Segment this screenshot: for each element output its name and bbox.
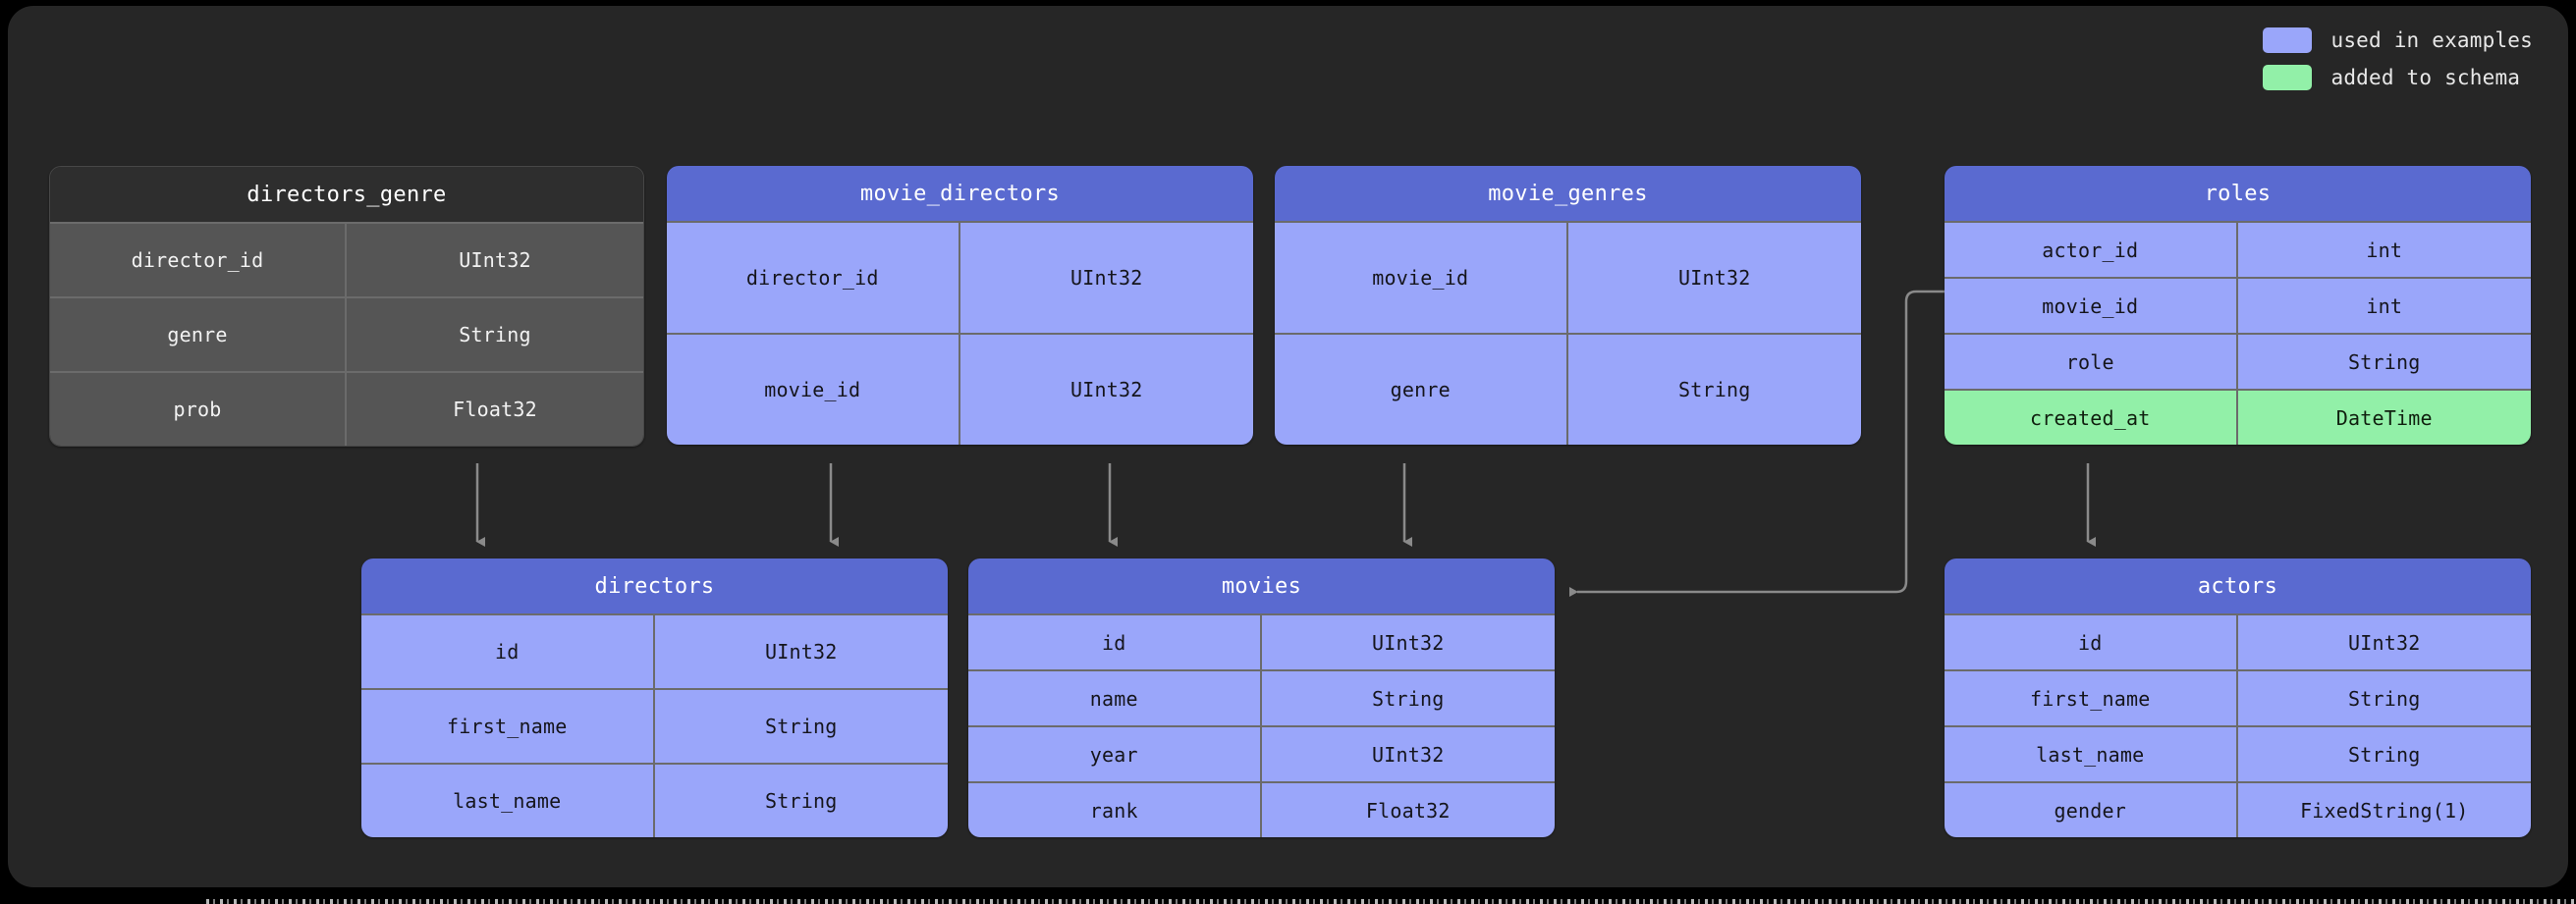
table-roles[interactable]: roles actor_id int movie_id int role Str…: [1945, 166, 2531, 445]
table-title-movies: movies: [968, 558, 1555, 613]
table-movie-genres[interactable]: movie_genres movie_id UInt32 genre Strin…: [1275, 166, 1861, 445]
column-type: String: [1372, 686, 1445, 711]
table-row[interactable]: last_name String: [1945, 725, 2531, 781]
table-row[interactable]: first_name String: [361, 688, 948, 763]
column-type: String: [765, 789, 838, 813]
column-name: role: [1945, 335, 2238, 389]
table-row[interactable]: role String: [1945, 333, 2531, 389]
legend-swatch-added-to-schema: [2262, 65, 2312, 90]
table-directors-genre[interactable]: directors_genre director_id UInt32 genre…: [49, 166, 644, 447]
column-type: Float32: [453, 398, 537, 421]
column-type: UInt32: [459, 248, 531, 272]
column-type: int: [2366, 238, 2403, 262]
column-name: genre: [50, 298, 347, 371]
table-row[interactable]: movie_id int: [1945, 277, 2531, 333]
legend: used in examples added to schema: [2262, 27, 2534, 90]
table-title-directors: directors: [361, 558, 948, 613]
column-type: UInt32: [1070, 378, 1143, 401]
table-row[interactable]: prob Float32: [50, 371, 643, 446]
table-actors[interactable]: actors id UInt32 first_name String last_…: [1945, 558, 2531, 837]
column-name: created_at: [1945, 391, 2238, 445]
column-type: DateTime: [2335, 405, 2433, 430]
column-type: UInt32: [765, 640, 838, 664]
table-row[interactable]: genre String: [50, 296, 643, 371]
column-name: movie_id: [1945, 279, 2238, 333]
column-type: String: [2348, 742, 2421, 767]
table-row-added[interactable]: created_at DateTime: [1945, 389, 2531, 445]
column-name: director_id: [50, 224, 347, 296]
column-type: Float32: [1365, 798, 1451, 823]
column-type: String: [1678, 378, 1751, 401]
table-row[interactable]: genre String: [1275, 333, 1861, 445]
column-type: String: [2348, 349, 2421, 374]
column-type: UInt32: [1678, 266, 1751, 290]
table-directors[interactable]: directors id UInt32 first_name String la…: [361, 558, 948, 837]
table-title-actors: actors: [1945, 558, 2531, 613]
table-title-movie-genres: movie_genres: [1275, 166, 1861, 221]
table-row[interactable]: name String: [968, 669, 1555, 725]
column-name: director_id: [667, 223, 960, 333]
column-type: FixedString(1): [2300, 798, 2469, 823]
table-row[interactable]: id UInt32: [1945, 613, 2531, 669]
column-name: first_name: [1945, 671, 2238, 725]
column-name: rank: [968, 783, 1262, 837]
column-type: String: [459, 323, 531, 346]
table-movies[interactable]: movies id UInt32 name String year UInt32…: [968, 558, 1555, 837]
table-row[interactable]: id UInt32: [968, 613, 1555, 669]
page-edge-artifact: [0, 899, 2576, 904]
table-row[interactable]: actor_id int: [1945, 221, 2531, 277]
column-name: id: [1945, 615, 2238, 669]
table-title-roles: roles: [1945, 166, 2531, 221]
table-row[interactable]: director_id UInt32: [50, 222, 643, 296]
table-movie-directors[interactable]: movie_directors director_id UInt32 movie…: [667, 166, 1253, 445]
table-title-movie-directors: movie_directors: [667, 166, 1253, 221]
column-name: first_name: [361, 690, 655, 763]
column-type: String: [2348, 686, 2421, 711]
column-name: name: [968, 671, 1262, 725]
column-type: UInt32: [2348, 630, 2421, 655]
column-name: id: [361, 615, 655, 688]
column-type: UInt32: [1372, 630, 1445, 655]
legend-swatch-used-in-examples: [2262, 27, 2312, 53]
column-type: int: [2366, 293, 2403, 318]
legend-label-used-in-examples: used in examples: [2330, 28, 2533, 52]
table-title-directors-genre: directors_genre: [50, 167, 643, 222]
table-row[interactable]: first_name String: [1945, 669, 2531, 725]
column-name: id: [968, 615, 1262, 669]
column-name: actor_id: [1945, 223, 2238, 277]
column-type: String: [765, 715, 838, 738]
column-name: movie_id: [1275, 223, 1568, 333]
column-name: movie_id: [667, 335, 960, 445]
table-row[interactable]: director_id UInt32: [667, 221, 1253, 333]
column-type: UInt32: [1070, 266, 1143, 290]
column-name: year: [968, 727, 1262, 781]
column-name: last_name: [361, 765, 655, 837]
column-type: UInt32: [1372, 742, 1445, 767]
table-row[interactable]: id UInt32: [361, 613, 948, 688]
table-row[interactable]: movie_id UInt32: [667, 333, 1253, 445]
column-name: last_name: [1945, 727, 2238, 781]
column-name: gender: [1945, 783, 2238, 837]
table-row[interactable]: gender FixedString(1): [1945, 781, 2531, 837]
column-name: genre: [1275, 335, 1568, 445]
table-row[interactable]: movie_id UInt32: [1275, 221, 1861, 333]
table-row[interactable]: last_name String: [361, 763, 948, 837]
table-row[interactable]: year UInt32: [968, 725, 1555, 781]
column-name: prob: [50, 373, 347, 446]
diagram-panel: used in examples added to schema: [8, 6, 2568, 887]
legend-label-added-to-schema: added to schema: [2330, 66, 2521, 89]
table-row[interactable]: rank Float32: [968, 781, 1555, 837]
legend-item-used-in-examples: used in examples: [2262, 27, 2534, 53]
legend-item-added-to-schema: added to schema: [2262, 65, 2521, 90]
